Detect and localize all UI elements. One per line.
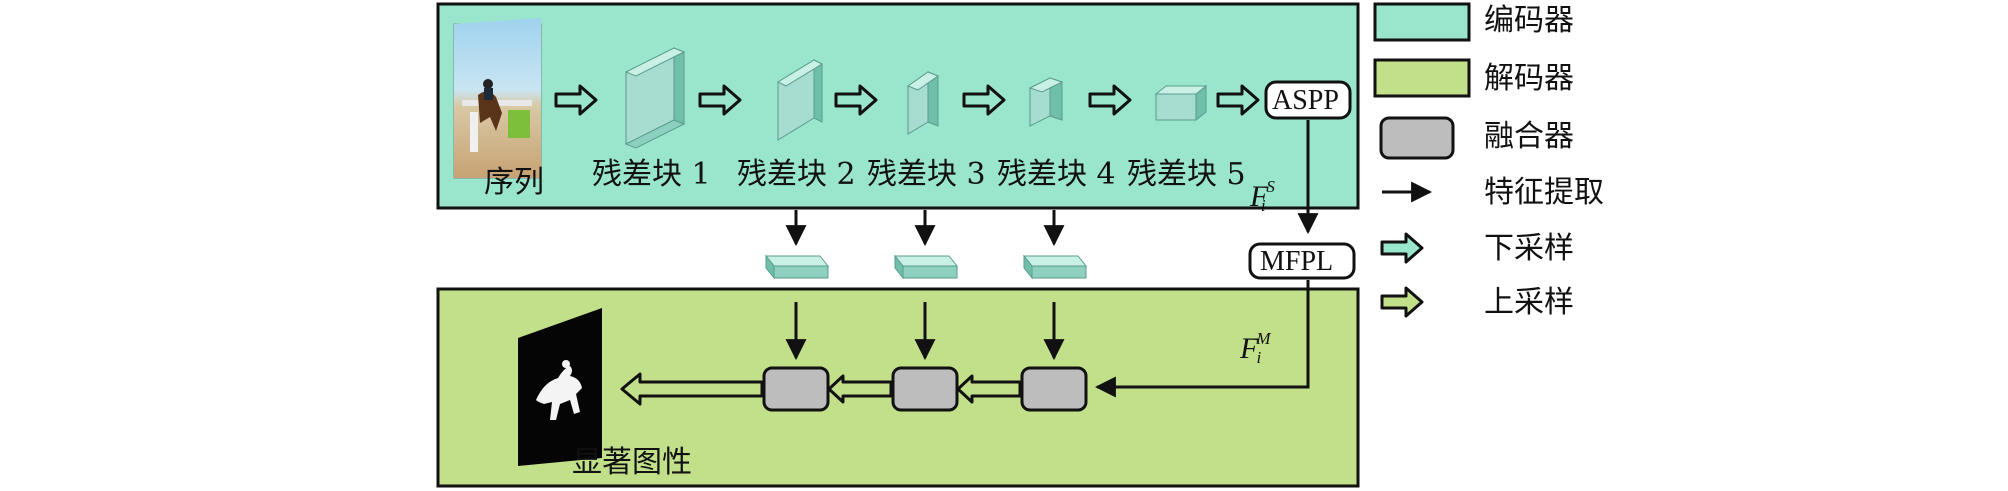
residual-block-4-label: 残差块 4 [997, 157, 1116, 192]
fm-symbol: FMi [1240, 329, 1271, 367]
feature-extract-arrows [785, 210, 1065, 247]
legend-downsample-label: 下采样 [1484, 231, 1574, 266]
residual-block-2-label: 残差块 2 [737, 157, 856, 192]
legend-upsample-arrow [1380, 286, 1424, 318]
legend-upsample-label: 上采样 [1484, 285, 1574, 320]
fuser-boxes [762, 366, 1088, 412]
legend-downsample-arrow [1380, 232, 1424, 264]
legend-fuser-swatch [1379, 116, 1455, 160]
legend-feature-label: 特征提取 [1484, 175, 1604, 210]
mfpl-to-fuser-arrow [1094, 280, 1310, 398]
slab-to-fuser-arrows [785, 302, 1065, 361]
upsample-arrows [620, 372, 1022, 406]
legend-encoder-swatch [1373, 2, 1471, 42]
residual-block-3-cuboid [906, 71, 940, 135]
residual-block-1-label: 残差块 1 [592, 157, 711, 192]
residual-block-4-cuboid [1028, 77, 1064, 127]
aspp-label: ASPP [1272, 85, 1339, 116]
fuser-1 [762, 366, 830, 412]
input-label: 序列 [484, 165, 544, 200]
aspp-box [1264, 80, 1352, 120]
residual-block-3-label: 残差块 3 [867, 157, 986, 192]
saliency-map [518, 308, 602, 466]
legend-decoder-swatch [1373, 58, 1471, 98]
residual-block-5-cuboid [1154, 84, 1208, 122]
legend-encoder-label: 编码器 [1484, 3, 1574, 38]
input-image [453, 18, 542, 179]
fuser-2 [891, 366, 959, 412]
legend-fuser-label: 融合器 [1484, 119, 1574, 154]
fuser-3 [1020, 366, 1088, 412]
mfpl-label: MFPL [1260, 246, 1334, 277]
downsample-arrows [554, 84, 1260, 116]
residual-block-2-cuboid [776, 59, 824, 141]
legend-decoder-label: 解码器 [1484, 61, 1574, 96]
residual-block-1-cuboid [624, 47, 686, 149]
output-label: 显著图性 [572, 445, 692, 480]
residual-block-5-label: 残差块 5 [1127, 157, 1246, 192]
feature-slabs [764, 254, 1088, 280]
mfpl-box [1248, 242, 1356, 280]
fs-symbol: FSi [1250, 177, 1275, 215]
